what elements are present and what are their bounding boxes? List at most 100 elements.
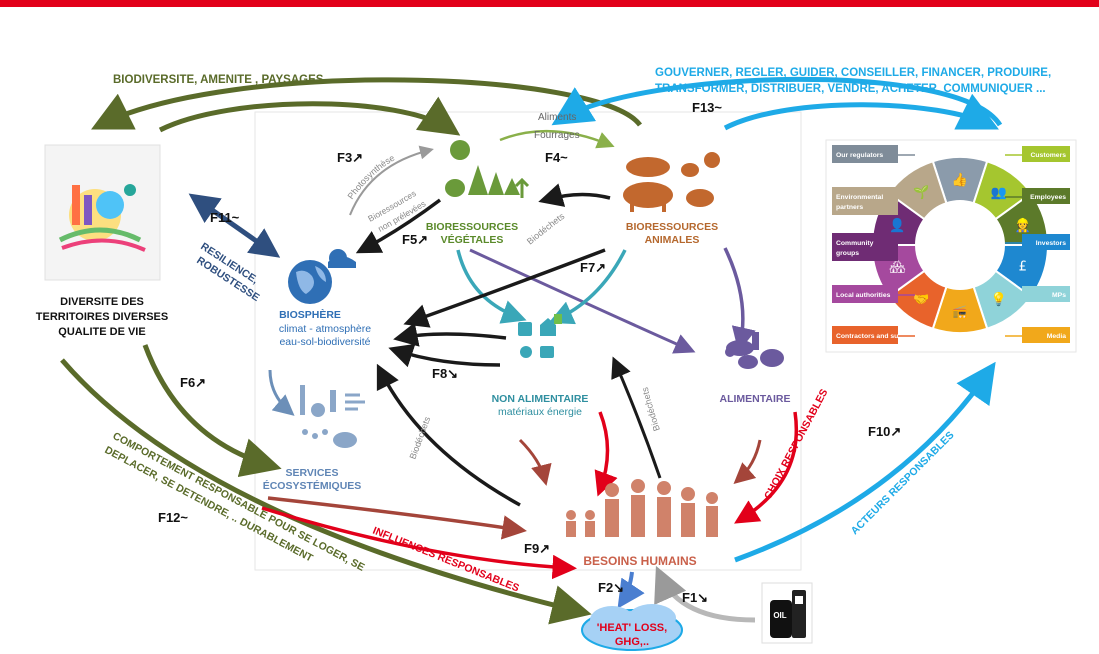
stakeholder-tag-right xyxy=(1022,146,1070,162)
stakeholder-tag-left xyxy=(832,187,898,215)
stakeholder-label-left: Community xyxy=(836,240,874,247)
wheel-segment xyxy=(887,160,948,221)
wheel-icon: 💡 xyxy=(991,291,1007,307)
arrow-f6 xyxy=(142,344,282,478)
flow-label-f12: F12~ xyxy=(158,510,188,525)
stakeholder-label-right: Investors xyxy=(1036,240,1066,247)
ecosystem-services-icon xyxy=(300,385,365,448)
wheel-icon: 👷 xyxy=(1015,218,1031,234)
arrow-f9 xyxy=(267,496,527,540)
arc-biodiversite-inner xyxy=(158,96,461,136)
arrow-veg-to-nonalim xyxy=(456,249,527,324)
wheel-center xyxy=(918,203,1002,287)
arrow-besoins-to-biosphere xyxy=(376,363,521,507)
flow-label-f6: F6↗ xyxy=(180,375,206,390)
arc-gouverner-inner xyxy=(723,93,999,131)
stakeholder-tag-left xyxy=(832,326,898,344)
arrow-influences xyxy=(261,506,577,580)
stakeholder-tag-right xyxy=(1022,188,1070,204)
vegetales-title-1: BIORESSOURCES xyxy=(426,221,518,233)
services-title-1: SERVICES xyxy=(286,467,339,479)
flow-label-f11: F11~ xyxy=(210,210,240,225)
arc-biodiversite-outer xyxy=(91,77,643,130)
arrow-choix-alim xyxy=(734,411,798,524)
heat-loss-line-1: 'HEAT' LOSS, xyxy=(597,622,667,634)
oil-label: OIL xyxy=(773,611,786,620)
stakeholder-label-left: Environmental xyxy=(836,194,883,201)
arrow-veg-to-alim xyxy=(469,248,696,354)
territories-line-2: TERRITOIRES DIVERSES xyxy=(36,311,168,323)
stakeholder-label-right: Employees xyxy=(1030,194,1066,201)
fourrages-label: Fourrages xyxy=(534,130,580,141)
stakeholder-tag-right xyxy=(1022,234,1070,250)
stakeholder-tag-left xyxy=(832,285,898,303)
territories-line-1: DIVERSITE DES xyxy=(60,296,144,308)
wheel-icon: 👥 xyxy=(991,186,1007,201)
wheel-icon: 🌱 xyxy=(913,185,929,201)
biosphere-sub-1: climat - atmosphère xyxy=(279,323,371,335)
non-alimentaire-title: NON ALIMENTAIRE xyxy=(492,393,589,405)
arrow-f11-resilience xyxy=(188,193,281,258)
aliments-label: Aliments xyxy=(538,112,576,123)
arrow-f8 xyxy=(388,343,501,368)
flow-label-f9: F9↗ xyxy=(524,541,550,556)
arrow-ani-to-alim xyxy=(723,247,756,352)
flow-label-f2: F2↘ xyxy=(598,580,624,595)
arrow-animal-to-veg xyxy=(538,183,611,207)
vegetales-title-2: VÉGÉTALES xyxy=(441,233,504,246)
stakeholder-tag-right xyxy=(1022,286,1070,302)
wheel-icon: £ xyxy=(1019,259,1027,274)
arrow-ani-to-nonalim xyxy=(548,249,627,325)
non-alimentaire-sub: matériaux énergie xyxy=(498,406,582,418)
arrow-alim-to-besoins xyxy=(733,439,762,484)
gouverner-title-1: GOUVERNER, REGLER, GUIDER, CONSEILLER, F… xyxy=(655,67,1051,79)
wheel-icon: 🏘 xyxy=(889,259,906,274)
arrow-f12 xyxy=(60,358,592,625)
gouverner-title-2: TRANSFORMER, DISTRIBUER, VENDRE, ACHETER… xyxy=(655,83,1046,95)
stakeholder-label-right: MPs xyxy=(1052,292,1066,299)
arrow-f2 xyxy=(617,571,645,609)
flow-label-f7: F7↗ xyxy=(580,260,606,275)
top-red-bar xyxy=(0,0,1099,7)
besoins-humains-title: BESOINS HUMAINS xyxy=(583,554,696,568)
wheel-icon: 👍 xyxy=(952,172,968,188)
arrow-nonalim-to-biosphere xyxy=(393,322,507,347)
flow-label-f3: F3↗ xyxy=(337,150,363,165)
stakeholder-label-left: Our regulators xyxy=(836,152,883,159)
heat-loss-line-2: GHG,.. xyxy=(615,636,649,648)
territories-line-3: QUALITE DE VIE xyxy=(58,326,145,338)
people-icon xyxy=(566,479,718,537)
alimentaire-title: ALIMENTAIRE xyxy=(720,393,791,405)
animales-title-1: BIORESSOURCES xyxy=(626,221,718,233)
arrow-f1 xyxy=(654,565,756,623)
wheel-icon: 🤝 xyxy=(913,292,929,307)
arrow-f5 xyxy=(355,198,442,254)
stakeholder-label-left: Local authorities xyxy=(836,292,891,299)
stakeholder-label-left: groups xyxy=(836,250,859,257)
stakeholder-label-left: Contractors and suppliers xyxy=(836,333,921,340)
biosphere-title: BIOSPHÈRE xyxy=(279,308,341,321)
globe-icon xyxy=(288,249,356,304)
stakeholder-tag-right xyxy=(1022,327,1070,343)
stakeholder-label-right: Customers xyxy=(1030,152,1066,159)
acteurs-label: ACTEURS RESPONSABLES xyxy=(849,429,957,537)
arrow-aliments xyxy=(499,129,615,149)
arrow-nonalim-to-besoins xyxy=(518,438,552,486)
wheel-icon: 📻 xyxy=(952,305,968,320)
oil-pump-icon xyxy=(761,582,813,644)
wheel-icon: 👤 xyxy=(889,218,905,234)
stakeholder-label-right: Media xyxy=(1047,333,1066,340)
arrow-biosphere-to-services xyxy=(268,369,295,416)
flow-label-f10: F10↗ xyxy=(868,424,901,439)
flow-label-f4: F4~ xyxy=(545,150,568,165)
flow-label-f1: F1↘ xyxy=(682,590,708,605)
stakeholder-tag-left xyxy=(832,233,898,261)
services-title-2: ÉCOSYSTÉMIQUES xyxy=(263,479,362,492)
plants-icon xyxy=(445,140,530,198)
flow-label-f8: F8↘ xyxy=(432,366,458,381)
flow-label-f5: F5↗ xyxy=(402,232,428,247)
arrow-f10 xyxy=(734,361,996,563)
biosphere-sub-2: eau-sol-biodiversité xyxy=(279,336,370,348)
arrow-photosynthese xyxy=(349,145,434,216)
